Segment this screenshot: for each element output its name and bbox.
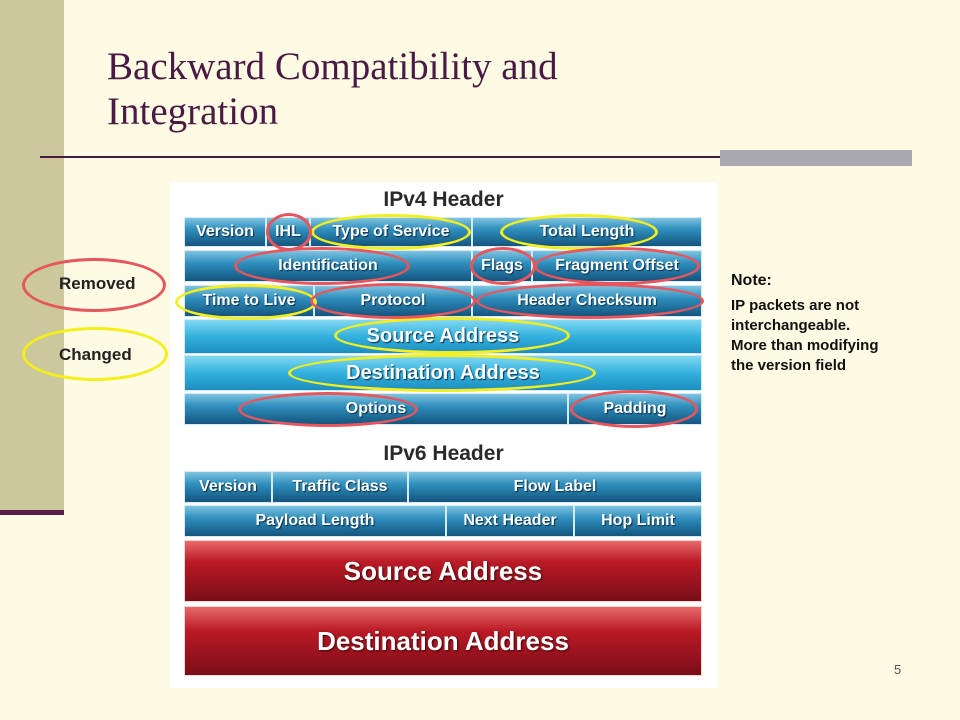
ring-changed-time-to-live — [175, 284, 317, 320]
side-bar — [0, 0, 64, 512]
ring-removed-fragment-offset — [534, 247, 700, 285]
legend-removed-label: Removed — [59, 274, 136, 293]
note-line: More than modifying — [731, 337, 879, 354]
ring-changed-total-length — [500, 214, 658, 250]
ring-changed-source-address — [334, 317, 570, 354]
ring-changed-destination-address — [288, 354, 596, 392]
slide-title-line2: Integration — [107, 90, 279, 133]
ipv6-field-hop-limit: Hop Limit — [574, 505, 702, 537]
ring-removed-padding — [570, 390, 698, 428]
ring-removed-options — [238, 392, 418, 427]
page-number: 5 — [894, 662, 902, 677]
note-line: IP packets are not — [731, 297, 860, 314]
ipv6-field-next-header: Next Header — [446, 505, 574, 537]
note-body: IP packets are not interchangeable. More… — [731, 296, 931, 376]
ring-removed-ihl — [266, 213, 312, 251]
slide-title-line1: Backward Compatibility and — [107, 45, 558, 88]
legend-removed-ring — [22, 258, 166, 312]
ipv6-field-destination-address: Destination Address — [184, 606, 702, 676]
ipv6-field-payload-length: Payload Length — [184, 505, 446, 537]
ipv6-field-source-address: Source Address — [184, 540, 702, 602]
legend-changed-label: Changed — [59, 345, 132, 364]
note-line: interchangeable. — [731, 317, 851, 334]
ipv6-header-title: IPv6 Header — [383, 442, 504, 465]
title-rule — [40, 156, 912, 158]
ipv4-header-title: IPv4 Header — [383, 188, 504, 211]
ring-removed-identification — [234, 247, 410, 285]
header-diagram: IPv4 Header Version IHL Type of Service … — [170, 182, 717, 688]
title-rule-accent — [720, 150, 912, 166]
side-bar-underline — [0, 510, 64, 515]
slide-title: Backward Compatibility and Integration — [107, 44, 667, 134]
ipv4-field-version: Version — [184, 217, 266, 247]
legend-changed-ring — [22, 327, 168, 381]
ipv6-field-version: Version — [184, 471, 272, 503]
note-line: the version field — [731, 357, 847, 374]
ring-changed-type-of-service — [311, 214, 471, 250]
ipv6-field-traffic-class: Traffic Class — [272, 471, 408, 503]
ring-removed-protocol — [310, 283, 476, 319]
ring-removed-flags — [470, 247, 536, 285]
ring-removed-header-checksum — [476, 283, 704, 319]
ipv6-field-flow-label: Flow Label — [408, 471, 702, 503]
note-title: Note: — [731, 272, 772, 289]
